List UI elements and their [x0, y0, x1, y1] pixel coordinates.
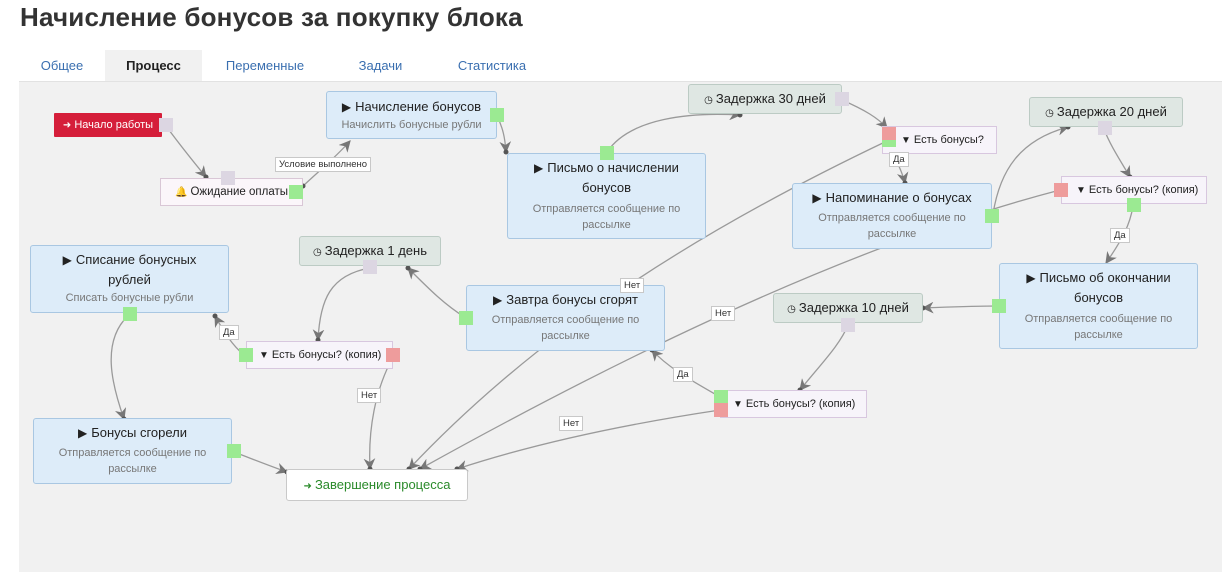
letter-end-node[interactable]: ▶Письмо об окончании бонусов Отправляетс…: [999, 263, 1198, 349]
letter-end-title: Письмо об окончании бонусов: [1039, 270, 1171, 305]
writeoff-subtitle: Списать бонусные рубли: [65, 292, 194, 304]
edge-label-yes: Да: [1110, 228, 1130, 243]
tomorrow-title: Завтра бонусы сгорят: [506, 292, 638, 307]
delay-20-out-port[interactable]: [1098, 121, 1112, 135]
play-icon: ▶: [62, 253, 72, 267]
has-bonus-copy-2-label: Есть бонусы? (копия): [271, 349, 382, 361]
burned-title: Бонусы сгорели: [91, 425, 188, 440]
play-icon: ▶: [534, 161, 544, 175]
play-icon: ▶: [493, 293, 503, 307]
clock-icon: ◷: [787, 304, 796, 315]
delay-20-label: Задержка 20 дней: [1056, 104, 1167, 119]
filter-icon: ▼: [1076, 185, 1086, 196]
has-bonus-copy-3-yes-port[interactable]: [714, 390, 728, 404]
tomorrow-node[interactable]: ▶Завтра бонусы сгорят Отправляется сообщ…: [466, 285, 665, 351]
play-icon: ▶: [341, 100, 352, 114]
has-bonus-copy-1-label: Есть бонусы? (копия): [1088, 184, 1199, 196]
start-node[interactable]: ➜Начало работы: [54, 113, 162, 137]
clock-icon: ◷: [704, 95, 713, 106]
play-icon: ▶: [1026, 271, 1036, 285]
edge-label-no: Нет: [620, 278, 645, 293]
has-bonus-node[interactable]: ▼Есть бонусы?: [882, 126, 997, 154]
has-bonus-copy-3-label: Есть бонусы? (копия): [745, 398, 856, 410]
delay-10-label: Задержка 10 дней: [798, 300, 909, 315]
delay-30-label: Задержка 30 дней: [715, 91, 826, 106]
filter-icon: ▼: [901, 135, 911, 146]
tomorrow-subtitle: Отправляется сообщение по рассылке: [491, 314, 640, 342]
end-node[interactable]: ➜Завершение процесса: [286, 469, 468, 501]
clock-icon: ◷: [313, 247, 322, 258]
start-out-port[interactable]: [159, 118, 173, 132]
burned-subtitle: Отправляется сообщение по рассылке: [58, 447, 207, 475]
tab-variables[interactable]: Переменные: [225, 58, 305, 73]
play-icon: ▶: [77, 426, 88, 440]
edge-label-no: Нет: [559, 416, 584, 431]
tab-statistics[interactable]: Статистика: [457, 58, 527, 73]
has-bonus-copy-1-yes-port[interactable]: [1127, 198, 1141, 212]
letter-accrual-subtitle: Отправляется сообщение по рассылке: [532, 203, 681, 231]
has-bonus-yes-port[interactable]: [882, 140, 896, 147]
tab-bar: Общее Процесс Переменные Задачи Статисти…: [19, 50, 551, 81]
tomorrow-out-port[interactable]: [459, 311, 473, 325]
has-bonus-label: Есть бонусы?: [913, 134, 984, 146]
burned-out-port[interactable]: [227, 444, 241, 458]
delay-1-out-port[interactable]: [363, 260, 377, 274]
has-bonus-no-port[interactable]: [882, 127, 896, 141]
writeoff-title: Списание бонусных рублей: [75, 252, 197, 287]
clock-icon: ◷: [1045, 108, 1054, 119]
letter-accrual-out-port[interactable]: [600, 146, 614, 160]
edge-label-yes: Да: [219, 325, 239, 340]
end-node-label: Завершение процесса: [314, 477, 451, 492]
login-icon: ➜: [62, 120, 72, 131]
page-title: Начисление бонусов за покупку блока: [20, 2, 523, 32]
filter-icon: ▼: [733, 399, 743, 410]
has-bonus-copy-1-no-port[interactable]: [1054, 183, 1068, 197]
has-bonus-copy-node-2[interactable]: ▼Есть бонусы? (копия): [246, 341, 393, 369]
accrue-title: Начисление бонусов: [355, 99, 482, 114]
tab-general[interactable]: Общее: [40, 58, 84, 73]
bell-icon: 🔔: [175, 187, 188, 198]
accrue-bonus-node[interactable]: ▶Начисление бонусов Начислить бонусные р…: [326, 91, 497, 139]
has-bonus-copy-3-no-port[interactable]: [714, 403, 728, 417]
burned-node[interactable]: ▶Бонусы сгорели Отправляется сообщение п…: [33, 418, 232, 484]
has-bonus-copy-2-no-port[interactable]: [386, 348, 400, 362]
logout-icon: ➜: [303, 481, 312, 492]
edge-label-yes: Да: [673, 367, 693, 382]
filter-icon: ▼: [259, 350, 269, 361]
wait-payment-in-port[interactable]: [221, 171, 235, 185]
reminder-node[interactable]: ▶Напоминание о бонусах Отправляется сооб…: [792, 183, 992, 249]
delay-10-out-port[interactable]: [841, 318, 855, 332]
delay-30-node[interactable]: ◷Задержка 30 дней: [688, 84, 842, 114]
writeoff-node[interactable]: ▶Списание бонусных рублей Списать бонусн…: [30, 245, 229, 313]
edge-label-yes: Да: [889, 152, 909, 167]
tab-tasks[interactable]: Задачи: [358, 58, 403, 73]
reminder-title: Напоминание о бонусах: [825, 190, 972, 205]
reminder-out-port[interactable]: [985, 209, 999, 223]
wait-payment-label: Ожидание оплаты: [190, 186, 288, 198]
delay-10-node[interactable]: ◷Задержка 10 дней: [773, 293, 923, 323]
letter-accrual-node[interactable]: ▶Письмо о начислении бонусов Отправляетс…: [507, 153, 706, 239]
letter-accrual-title: Письмо о начислении бонусов: [547, 160, 679, 195]
delay-30-out-port[interactable]: [835, 92, 849, 106]
reminder-subtitle: Отправляется сообщение по рассылке: [818, 212, 966, 240]
edge-label-no: Нет: [711, 306, 736, 321]
accrue-subtitle: Начислить бонусные рубли: [341, 119, 482, 131]
letter-end-out-port[interactable]: [992, 299, 1006, 313]
has-bonus-copy-2-yes-port[interactable]: [239, 348, 253, 362]
edge-label-no: Нет: [357, 388, 382, 403]
edge-label-condition-met: Условие выполнено: [275, 157, 372, 172]
wait-payment-out-port[interactable]: [289, 185, 303, 199]
has-bonus-copy-node-3[interactable]: ▼Есть бонусы? (копия): [720, 390, 867, 418]
play-icon: ▶: [812, 191, 822, 205]
accrue-out-port[interactable]: [490, 108, 504, 122]
tab-process[interactable]: Процесс: [105, 50, 202, 81]
letter-end-subtitle: Отправляется сообщение по рассылке: [1024, 313, 1173, 341]
delay-1-label: Задержка 1 день: [324, 243, 427, 258]
writeoff-out-port[interactable]: [123, 307, 137, 321]
start-node-label: Начало работы: [74, 119, 154, 131]
